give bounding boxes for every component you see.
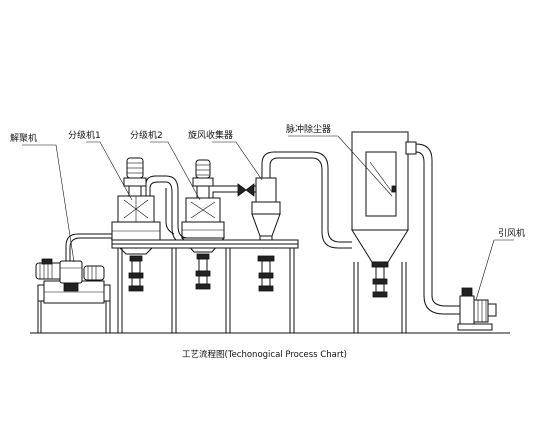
induced-fan-unit [457, 287, 497, 331]
support-platform [111, 239, 299, 333]
deagglomerator-unit [35, 233, 112, 333]
pipe-pulse-to-fan [423, 295, 460, 315]
leader-lines [22, 135, 514, 301]
label-pulse-collector: 脉冲除尘器 [286, 123, 331, 135]
label-deagglomerator: 解聚机 [10, 132, 37, 144]
label-induced-fan: 引风机 [498, 227, 525, 239]
pipe-cyclone-to-pulse [311, 151, 352, 249]
pipe-classifier2-to-cyclone [212, 183, 260, 198]
label-cyclone: 旋风收集器 [188, 129, 233, 141]
pulse-collector-unit [351, 131, 433, 333]
label-classifier-2: 分级机2 [130, 129, 163, 141]
label-classifier-1: 分级机1 [68, 129, 101, 141]
cyclone-unit [251, 151, 312, 292]
diagram-caption: 工艺流程图(Techonogical Process Chart) [182, 349, 347, 360]
